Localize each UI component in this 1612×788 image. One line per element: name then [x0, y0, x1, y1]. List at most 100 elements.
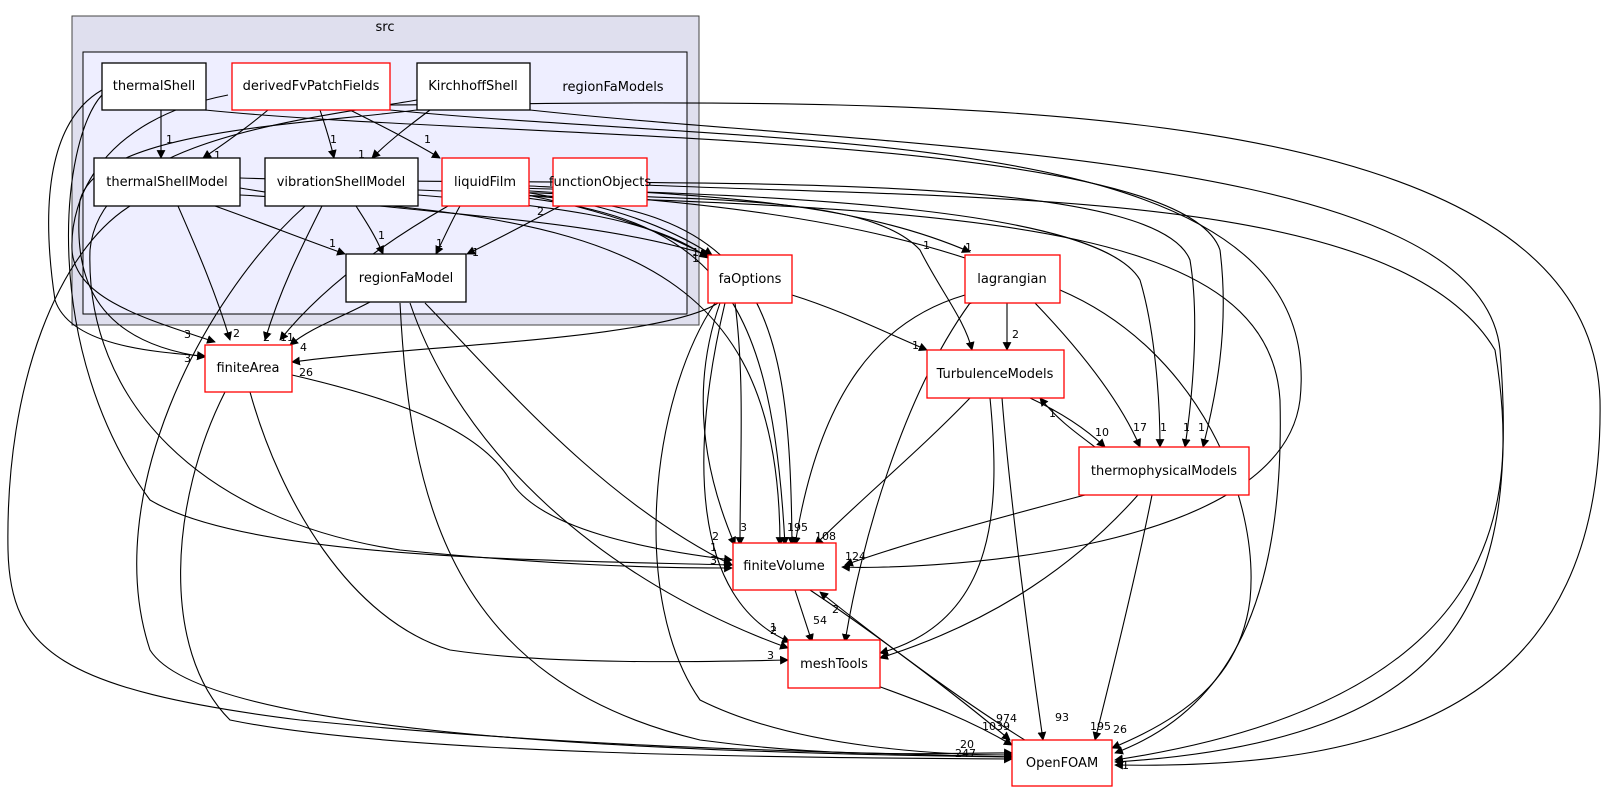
edge-lagrangian-OpenFOAM: 26	[1059, 289, 1252, 750]
node-OpenFOAM[interactable]: OpenFOAM	[1011, 739, 1113, 787]
edge-label: 1	[472, 246, 479, 259]
edge-label: 26	[299, 366, 313, 379]
node-derivedFvPatchFields[interactable]: derivedFvPatchFields	[231, 62, 391, 111]
edge-label: 3	[710, 554, 717, 567]
edge-derived-thermalShellModel: 1	[202, 109, 269, 162]
edge-label: 10	[1095, 426, 1109, 439]
edge-label: 1	[912, 339, 919, 352]
node-label: thermalShell	[113, 79, 195, 94]
edge-derived-finiteArea	[71, 94, 229, 344]
edge-thermalShell-finiteVolume: 3	[67, 94, 733, 570]
edge-thermo-finiteVolume: 124	[844, 494, 1086, 567]
edge-label: 3	[184, 328, 191, 341]
node-functionObjects[interactable]: functionObjects	[549, 157, 651, 207]
edge-label: 1	[329, 237, 336, 250]
edge-liquidFilm-OpenFOAM	[511, 194, 1281, 755]
edge-label: 2	[233, 327, 240, 340]
edges: 1 1 1 1 1 1 1	[7, 89, 1601, 772]
edge-vibration-regionFaModel: 1	[355, 205, 385, 255]
node-label: liquidFilm	[454, 175, 516, 190]
edge-label: 1	[1160, 421, 1167, 434]
edge-label: 1	[1122, 759, 1129, 772]
node-meshTools[interactable]: meshTools	[787, 639, 881, 689]
node-lagrangian[interactable]: lagrangian	[964, 254, 1061, 304]
edge-finiteArea-OpenFOAM: 247	[180, 391, 1013, 764]
edge-faOptions-OpenFOAM	[655, 302, 1013, 760]
edge-kirchhoff-finiteArea: 3	[78, 109, 418, 365]
node-finiteVolume[interactable]: finiteVolume	[732, 542, 837, 591]
edge-regionFaModel-finiteArea: 4	[289, 301, 371, 354]
node-vibrationShellModel[interactable]: vibrationShellModel	[264, 157, 419, 207]
edge-lagrangian-turbulence: 2	[1002, 303, 1019, 351]
edge-label: 93	[1055, 711, 1069, 724]
node-thermalShell[interactable]: thermalShell	[101, 62, 207, 111]
edge-derived-liquidFilm: 1	[349, 109, 441, 159]
edge-label: 26	[1113, 723, 1127, 736]
node-faOptions[interactable]: faOptions	[707, 254, 793, 304]
edge-thermo-OpenFOAM: 195	[1090, 494, 1153, 741]
edge-faOptions-finiteArea: 26	[291, 302, 719, 379]
edge-label: 1	[1049, 407, 1056, 420]
node-label: TurbulenceModels	[936, 367, 1054, 382]
edge-regionFaModel-meshTools: 1	[409, 302, 789, 650]
edge-turbulence-finiteVolume: 108	[814, 397, 971, 546]
edge-thermo-meshTools: 12	[866, 494, 1139, 660]
cluster-src-label: src	[376, 20, 395, 35]
cluster-regionFaModels-label: regionFaModels	[562, 80, 663, 95]
edge-label: 1	[965, 241, 972, 254]
edge-vibration-finiteArea: 2	[263, 205, 323, 344]
edge-finiteArea-meshTools: 3	[249, 391, 789, 665]
edge-label: 2	[263, 331, 270, 344]
edge-regionFaModel-OpenFOAM: 20	[399, 302, 1013, 758]
edge-faOptions-finiteVolume-2	[734, 302, 745, 546]
edge-vibration-OpenFOAM	[136, 205, 1013, 762]
edge-meshTools-OpenFOAM: 1039	[874, 684, 1013, 746]
edge-finiteVolume-meshTools: 54	[794, 589, 827, 643]
edge-kirchhoff-OpenFOAM	[529, 109, 1504, 766]
edge-label: 1	[424, 133, 431, 146]
edge-label: 974	[996, 712, 1017, 725]
node-liquidFilm[interactable]: liquidFilm	[441, 157, 530, 207]
edge-label: 17	[1133, 421, 1147, 434]
node-label: thermophysicalModels	[1091, 464, 1237, 479]
edge-lagrangian-finiteVolume	[791, 294, 966, 546]
edge-OpenFOAM-finiteVolume: 2	[819, 591, 1029, 743]
node-label: thermalShellModel	[106, 175, 227, 190]
edge-thermalShellModel-finiteArea: 2	[177, 205, 240, 341]
node-KirchhoffShell[interactable]: KirchhoffShell	[416, 62, 531, 111]
edge-label: 3	[767, 649, 774, 662]
edge-label: 1	[378, 229, 385, 242]
node-thermalShellModel[interactable]: thermalShellModel	[93, 157, 241, 207]
edge-liquidFilm-faOptions: 1	[509, 189, 713, 259]
edge-label: 195	[787, 521, 808, 534]
node-label: functionObjects	[549, 175, 651, 190]
edge-functionObjects-regionFaModel: 1	[466, 205, 561, 259]
edge-label: 1	[330, 133, 337, 146]
node-label: vibrationShellModel	[277, 175, 406, 190]
node-thermophysicalModels[interactable]: thermophysicalModels	[1078, 446, 1250, 496]
node-label: finiteVolume	[743, 559, 825, 574]
edge-liquidFilm-regionFaModel: 1	[435, 205, 461, 255]
edge-derived-vibration: 1	[319, 109, 337, 159]
edge-label: 3	[184, 352, 191, 365]
node-label: faOptions	[719, 272, 782, 287]
edge-label: 11	[280, 331, 294, 344]
node-TurbulenceModels[interactable]: TurbulenceModels	[926, 349, 1065, 399]
edge-faOptions-liquidFilm: 2	[511, 189, 706, 256]
edge-kirchhoff-finiteVolume	[89, 99, 733, 573]
edge-label: 1	[358, 148, 365, 161]
edge-thermalShell-thermalShellModel: 1	[156, 110, 173, 159]
edge-functionObjects-OpenFOAM	[644, 184, 1504, 764]
edge-label: 1	[214, 149, 221, 162]
node-label: lagrangian	[977, 272, 1046, 287]
edge-faOptions-finiteVolume: 3	[702, 302, 747, 546]
edge-kirchhoff-vibration: 1	[358, 109, 431, 161]
nodes: thermalShell derivedFvPatchFields Kirchh…	[93, 62, 1250, 787]
edge-derived-OpenFOAM: 1	[389, 102, 1601, 772]
edge-label: 3	[740, 521, 747, 534]
node-finiteArea[interactable]: finiteArea	[204, 344, 293, 393]
edge-faOptions-turbulence: 1	[791, 294, 928, 352]
node-regionFaModel[interactable]: regionFaModel	[345, 253, 467, 303]
edge-label: 124	[845, 550, 866, 563]
